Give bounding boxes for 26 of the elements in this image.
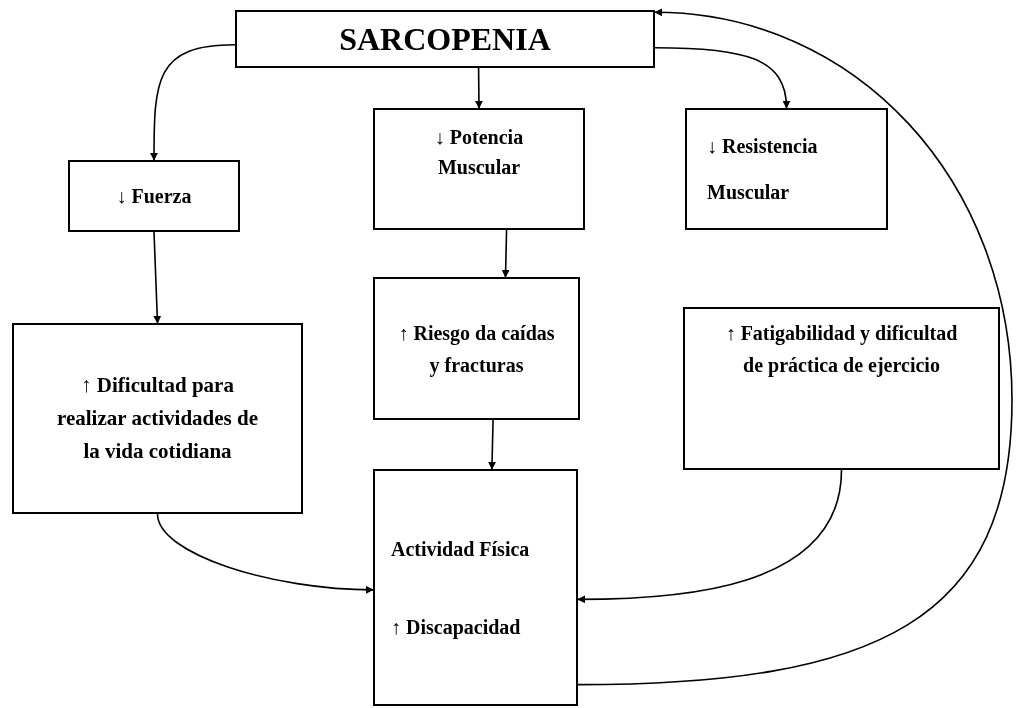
box-text: ↑ Riesgo da caídas y fracturas	[397, 320, 556, 379]
arrow	[577, 469, 843, 604]
process-box	[373, 469, 578, 706]
box-text: ↑ Fatigabilidad y dificultad de práctica de ejercicio	[724, 321, 959, 379]
arrow	[654, 46, 790, 109]
arrow	[488, 419, 497, 470]
process-box	[685, 108, 888, 230]
process-box	[373, 277, 580, 420]
arrow	[501, 229, 510, 278]
process-box	[68, 160, 240, 232]
box-text: Actividad Física	[391, 536, 530, 562]
box-text: ↑ Discapacidad	[391, 614, 521, 641]
arrow	[153, 231, 162, 324]
arrow	[577, 8, 1013, 686]
arrow	[156, 513, 374, 594]
box-text: SARCOPENIA	[339, 20, 551, 59]
arrow	[150, 44, 236, 161]
box-text: ↑ Dificultad para realizar actividades de la vida cotidiana	[56, 372, 259, 465]
box-text: ↓ Potencia Muscular	[433, 125, 525, 180]
process-box	[683, 307, 1000, 470]
process-box	[373, 108, 585, 230]
process-box	[235, 10, 655, 68]
box-text: ↓ Fuerza	[116, 184, 192, 209]
box-text: ↓ Resistencia Muscular	[707, 134, 819, 205]
process-box	[12, 323, 303, 514]
arrow	[474, 67, 483, 109]
